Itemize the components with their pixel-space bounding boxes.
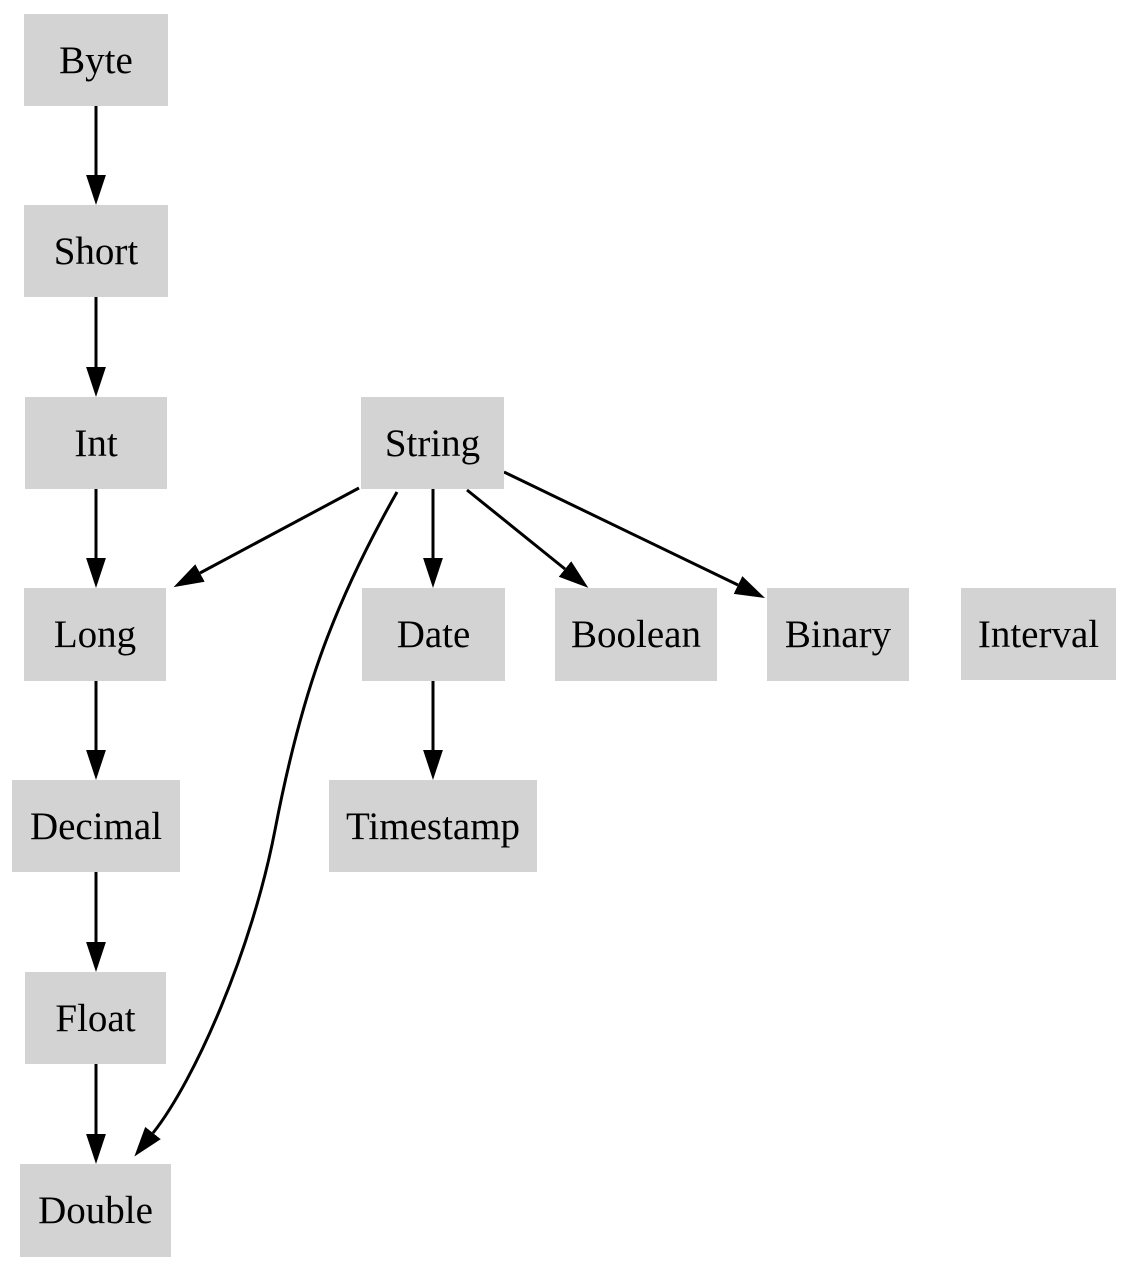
edge-string-long: [173, 486, 360, 588]
node-byte: Byte: [24, 14, 168, 106]
node-short: Short: [24, 205, 168, 297]
node-float: Float: [25, 972, 166, 1064]
node-boolean: Boolean: [555, 588, 717, 681]
node-interval: Interval: [961, 588, 1116, 680]
edge-string-binary: [503, 470, 766, 599]
node-long: Long: [24, 588, 166, 681]
node-double: Double: [20, 1164, 171, 1257]
node-date: Date: [362, 588, 505, 681]
node-timestamp: Timestamp: [329, 780, 537, 872]
node-binary: Binary: [767, 588, 909, 681]
node-int: Int: [25, 397, 167, 489]
node-string: String: [361, 397, 504, 489]
edge-string-boolean: [466, 488, 589, 588]
node-decimal: Decimal: [12, 780, 180, 872]
